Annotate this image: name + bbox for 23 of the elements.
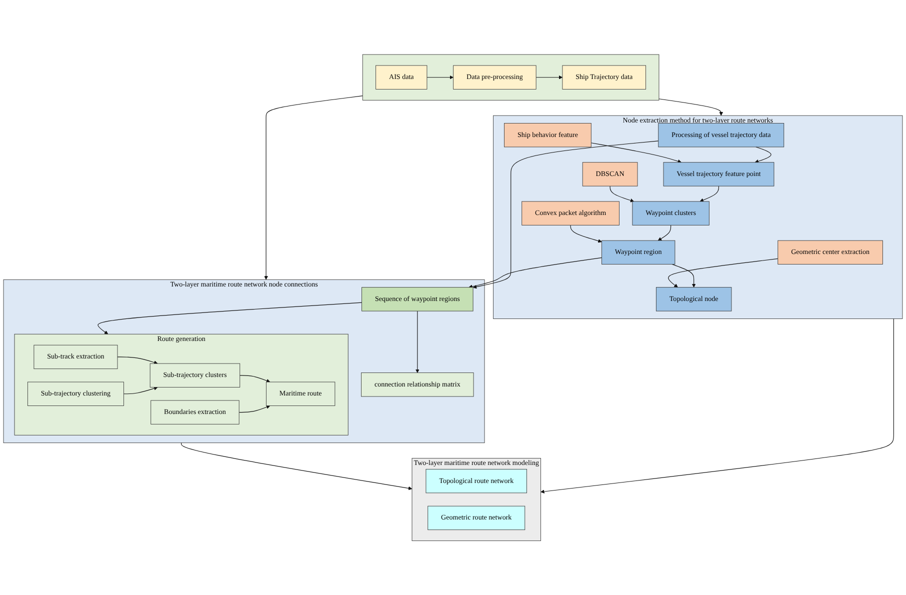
arrow — [472, 140, 659, 289]
arrow — [240, 374, 270, 382]
arrow — [123, 386, 158, 394]
arrow — [264, 95, 363, 280]
arrow — [117, 356, 158, 364]
arrow — [570, 224, 602, 243]
arrow — [700, 186, 720, 202]
arrow — [415, 310, 420, 373]
arrow — [668, 258, 778, 288]
arrow — [426, 75, 454, 80]
arrow — [98, 302, 362, 334]
arrow — [658, 224, 672, 241]
arrow — [672, 264, 696, 288]
arrow — [754, 146, 772, 163]
arrow — [658, 98, 724, 116]
arrow — [181, 442, 412, 490]
arrow — [540, 318, 894, 494]
cluster — [362, 54, 660, 100]
arrow — [610, 186, 634, 202]
arrow — [536, 75, 563, 80]
arrow — [590, 142, 682, 163]
arrow — [238, 405, 270, 412]
arrow — [468, 257, 602, 288]
